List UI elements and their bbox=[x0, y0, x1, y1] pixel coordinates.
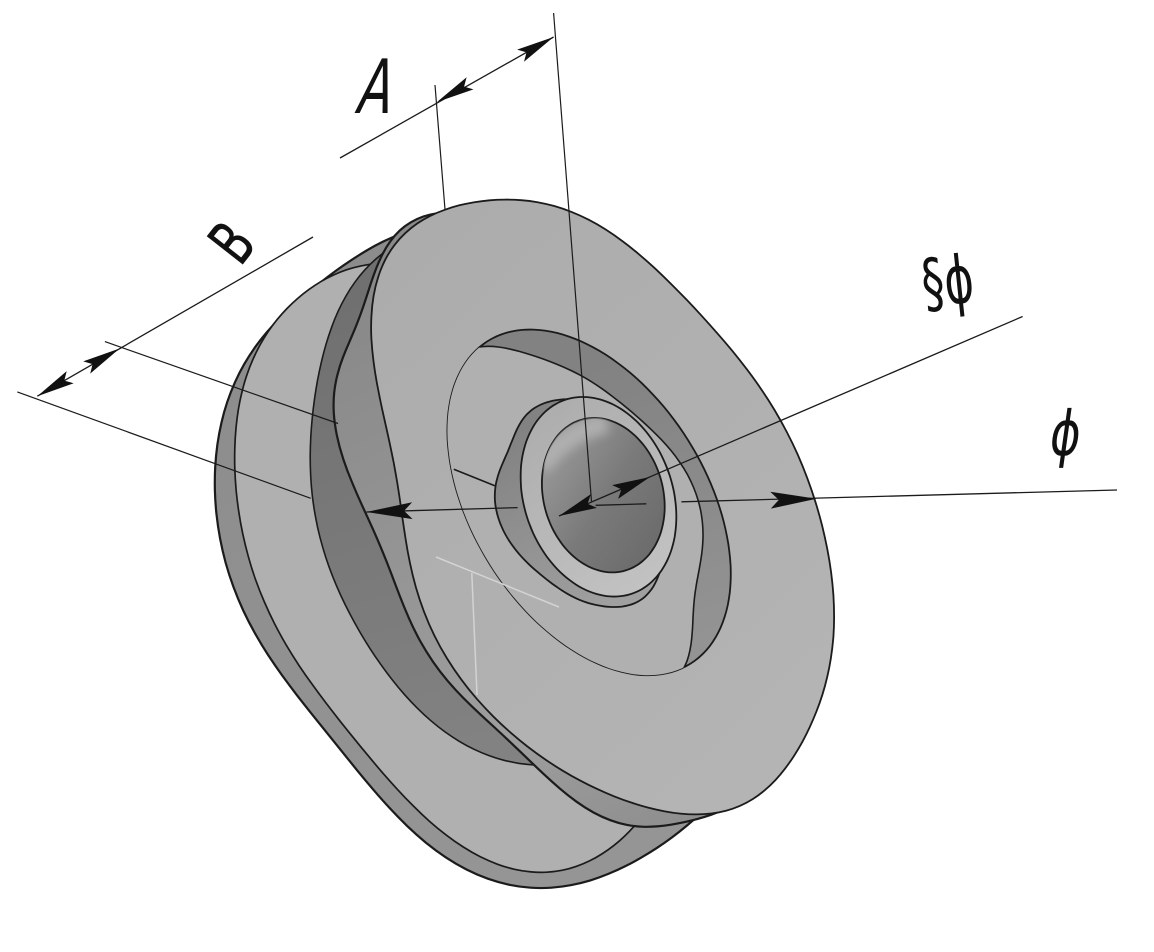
dimension-a-arrowhead-right bbox=[517, 37, 554, 62]
dimension-phi-arrowhead-right bbox=[770, 491, 817, 509]
dimension-b-extension-line-1 bbox=[104, 341, 339, 425]
bore-interior bbox=[540, 417, 666, 574]
dimension-phi-line-middle bbox=[595, 503, 647, 506]
dimension-b-line bbox=[36, 236, 314, 397]
dimension-sphi: §ϕ bbox=[558, 242, 1023, 517]
dimension-b-arrowhead-upper bbox=[83, 348, 120, 374]
dimension-phi-line-right bbox=[681, 489, 1118, 503]
keyway-seam-line-1 bbox=[435, 556, 560, 608]
bore-highlight-streak bbox=[541, 418, 610, 473]
dimension-b-extension-line-2 bbox=[17, 391, 311, 499]
dimension-a-extension-line-2 bbox=[553, 12, 593, 502]
hub-tangent-seam-line bbox=[453, 468, 496, 487]
keyway-seam-line-2 bbox=[471, 572, 478, 696]
dimension-a-arrowhead-left bbox=[437, 77, 474, 102]
dimension-b-arrowhead-lower bbox=[37, 371, 74, 397]
bore-highlight-group bbox=[541, 418, 610, 473]
dimension-sphi-arrowhead-lower bbox=[559, 494, 597, 516]
dimension-phi-arrowhead-left bbox=[366, 502, 413, 520]
dimension-sphi-arrowhead-upper bbox=[612, 477, 650, 499]
dimension-a-extension-line-1 bbox=[434, 84, 446, 210]
dimension-sphi-label: §ϕ bbox=[918, 242, 978, 323]
